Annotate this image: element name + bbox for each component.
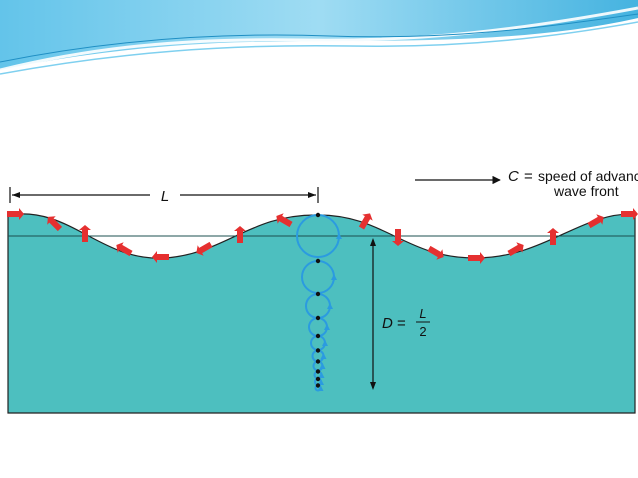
depth-dimension: D = L 2	[370, 238, 430, 390]
orbit-direction-arrow	[322, 340, 328, 346]
orbit-direction-arrow	[318, 379, 324, 385]
speed-equals: =	[524, 168, 533, 185]
surface-motion-arrow	[152, 251, 169, 263]
depth-symbol: D	[382, 315, 393, 332]
surface-motion-arrow	[621, 208, 638, 220]
surface-motion-arrow	[7, 208, 24, 220]
orbital-circles	[296, 212, 342, 392]
water-particle-dot	[315, 315, 321, 321]
depth-equals: =	[397, 315, 406, 332]
water-particle-dot	[315, 258, 321, 264]
water-particle-dot	[315, 348, 321, 353]
orbit-direction-arrow	[317, 385, 324, 391]
depth-numerator: L	[419, 306, 426, 321]
water-particle-dot	[315, 359, 321, 364]
surface-motion-arrow	[468, 252, 485, 264]
water-particle-dot	[315, 376, 321, 382]
surface-motion-arrow	[392, 229, 404, 246]
surface-motion-arrow	[234, 226, 246, 243]
surface-motion-arrow	[276, 213, 293, 228]
orbit-direction-arrow	[319, 363, 326, 369]
water-particle-dot	[315, 369, 321, 374]
orbit-direction-arrow	[336, 233, 342, 239]
surface-motion-arrow	[79, 225, 91, 242]
water-particle-dot	[315, 291, 321, 297]
water-particle-dot	[315, 383, 321, 388]
surface-motion-arrow	[427, 245, 444, 260]
surface-motion-arrow	[507, 242, 524, 257]
speed-label-line1: speed of advancing	[538, 168, 638, 184]
header-wave-decoration	[0, 0, 638, 75]
orbit-direction-arrow	[320, 353, 327, 359]
orbit-direction-arrow	[318, 372, 325, 378]
depth-denominator: 2	[419, 324, 426, 339]
surface-motion-arrow	[196, 241, 213, 256]
water-particle-dot	[315, 212, 321, 218]
surface-motion-arrow	[547, 228, 559, 245]
orbit-direction-arrow	[327, 303, 333, 309]
speed-symbol: C	[508, 168, 519, 185]
wavelength-dimension: L	[9, 187, 319, 205]
speed-label-line2: wave front	[553, 183, 619, 199]
orbit-direction-arrow	[331, 274, 337, 280]
surface-motion-arrows	[7, 208, 638, 264]
surface-motion-arrow	[47, 216, 63, 232]
speed-legend: C = speed of advancing wave front	[415, 168, 638, 199]
surface-motion-arrow	[116, 242, 133, 257]
water-particle-dot	[315, 333, 321, 339]
wavelength-label: L	[161, 188, 169, 205]
orbit-direction-arrow	[324, 324, 330, 330]
surface-motion-arrow	[358, 213, 373, 230]
surface-motion-arrow	[587, 214, 604, 229]
